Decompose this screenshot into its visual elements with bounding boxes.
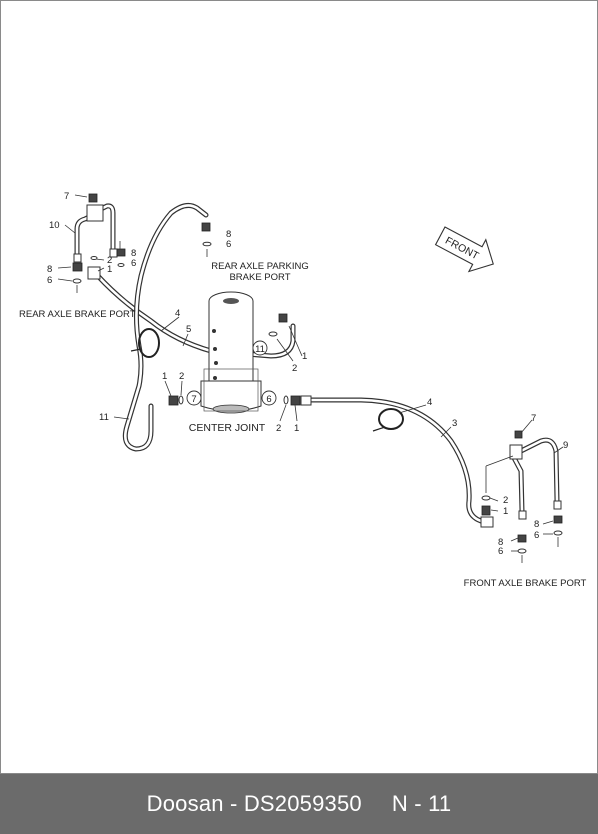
callout-6-front-a: 6 [498, 546, 503, 557]
callout-1-center-left: 1 [162, 371, 167, 382]
callout-6-rear: 6 [47, 275, 52, 286]
callout-2-rear: 2 [107, 255, 112, 266]
callout-8-parking: 8 [226, 229, 231, 240]
fittings [72, 193, 563, 563]
footer-page-number: N - 11 [391, 791, 452, 816]
footer-brand-part: Doosan - DS2059350 [146, 791, 362, 816]
callout-2-center-right-top: 2 [292, 363, 297, 374]
center-joint-label: CENTER JOINT [189, 422, 266, 434]
callout-2-center-left: 2 [179, 371, 184, 382]
callout-5: 5 [186, 324, 191, 335]
callout-1-rear: 1 [107, 264, 112, 275]
callout-8-rear: 8 [47, 264, 52, 275]
callout-6-rear-b: 6 [131, 258, 136, 269]
callout-4-right: 4 [427, 397, 432, 408]
page-footer: Doosan - DS2059350 N - 11 [0, 774, 598, 834]
brake-piping-diagram: 7 6 11 7 10 8 6 2 1 8 6 8 6 4 5 11 1 2 1… [19, 191, 587, 589]
pipe-lines [74, 202, 560, 524]
callout-numbers: 7 10 8 6 2 1 8 6 8 6 4 5 11 1 2 1 2 2 1 … [47, 191, 568, 557]
callout-11-circled: 11 [255, 344, 265, 355]
callout-6-parking: 6 [226, 239, 231, 250]
callout-8-rear-b: 8 [131, 248, 136, 259]
callout-7-front: 7 [531, 413, 536, 424]
callout-1-center-right-top: 1 [302, 351, 307, 362]
callout-11-left: 11 [99, 412, 109, 423]
callout-8-front-b: 8 [534, 519, 539, 530]
callout-2-center-bottom: 2 [276, 423, 281, 434]
callout-4-left: 4 [175, 308, 180, 319]
callout-6-circled: 6 [266, 394, 271, 405]
callout-3: 3 [452, 418, 457, 429]
callout-1-front: 1 [503, 506, 508, 517]
callout-7-rear: 7 [64, 191, 69, 202]
callout-8-front-a: 8 [498, 537, 503, 548]
rear-axle-parking-label-line2: BRAKE PORT [229, 272, 290, 283]
callout-7-circled: 7 [191, 394, 196, 405]
callout-10: 10 [49, 220, 60, 231]
rear-axle-brake-port-label: REAR AXLE BRAKE PORT [19, 309, 136, 320]
hose-clamps [130, 328, 404, 432]
callout-2-front: 2 [503, 495, 508, 506]
rear-axle-parking-label-line1: REAR AXLE PARKING [211, 261, 309, 272]
callout-6-front-b: 6 [534, 530, 539, 541]
front-direction-arrow: FRONT [434, 226, 494, 273]
port-labels: REAR AXLE PARKING BRAKE PORT REAR AXLE B… [19, 261, 587, 589]
diagram-frame: 7 6 11 7 10 8 6 2 1 8 6 8 6 4 5 11 1 2 1… [0, 0, 598, 774]
center-joint [200, 291, 262, 414]
callout-1-center-bottom: 1 [294, 423, 299, 434]
callout-9: 9 [563, 440, 568, 451]
front-axle-brake-port-label: FRONT AXLE BRAKE PORT [464, 578, 587, 589]
leader-lines [57, 194, 564, 552]
circled-callouts: 7 6 11 [186, 340, 277, 406]
